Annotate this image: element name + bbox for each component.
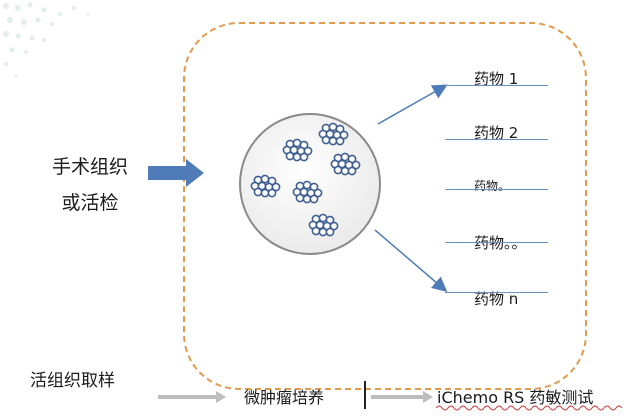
drug-line-1	[445, 85, 548, 86]
drug-label-1: 药物 1	[474, 70, 519, 88]
drug-line-n	[445, 292, 548, 293]
petri-dish	[239, 113, 381, 255]
drug-line-3	[445, 189, 548, 190]
drug-label-4: 药物。。	[474, 234, 527, 252]
process-container	[183, 22, 587, 390]
drug-line-4	[445, 242, 548, 243]
drug-label-2: 药物 2	[474, 124, 519, 142]
spellcheck-underline	[436, 405, 623, 411]
gray-arrow-2-icon	[371, 391, 433, 403]
sampling-label: 活组织取样	[30, 371, 115, 391]
drug-label-n: 药物 n	[474, 290, 519, 308]
gray-arrow-1-icon	[158, 391, 226, 403]
drug-line-2	[445, 139, 548, 140]
source-label-line1: 手术组织	[51, 156, 128, 178]
drug-label-3: 药物。	[474, 179, 511, 193]
culture-label: 微肿瘤培养	[244, 388, 325, 407]
test-label: iChemo RS 药敏测试	[437, 388, 594, 407]
source-label-line2: 或活检	[61, 192, 119, 214]
input-arrow-icon	[148, 159, 204, 187]
text-cursor	[364, 381, 366, 409]
corner-decoration	[3, 2, 90, 78]
